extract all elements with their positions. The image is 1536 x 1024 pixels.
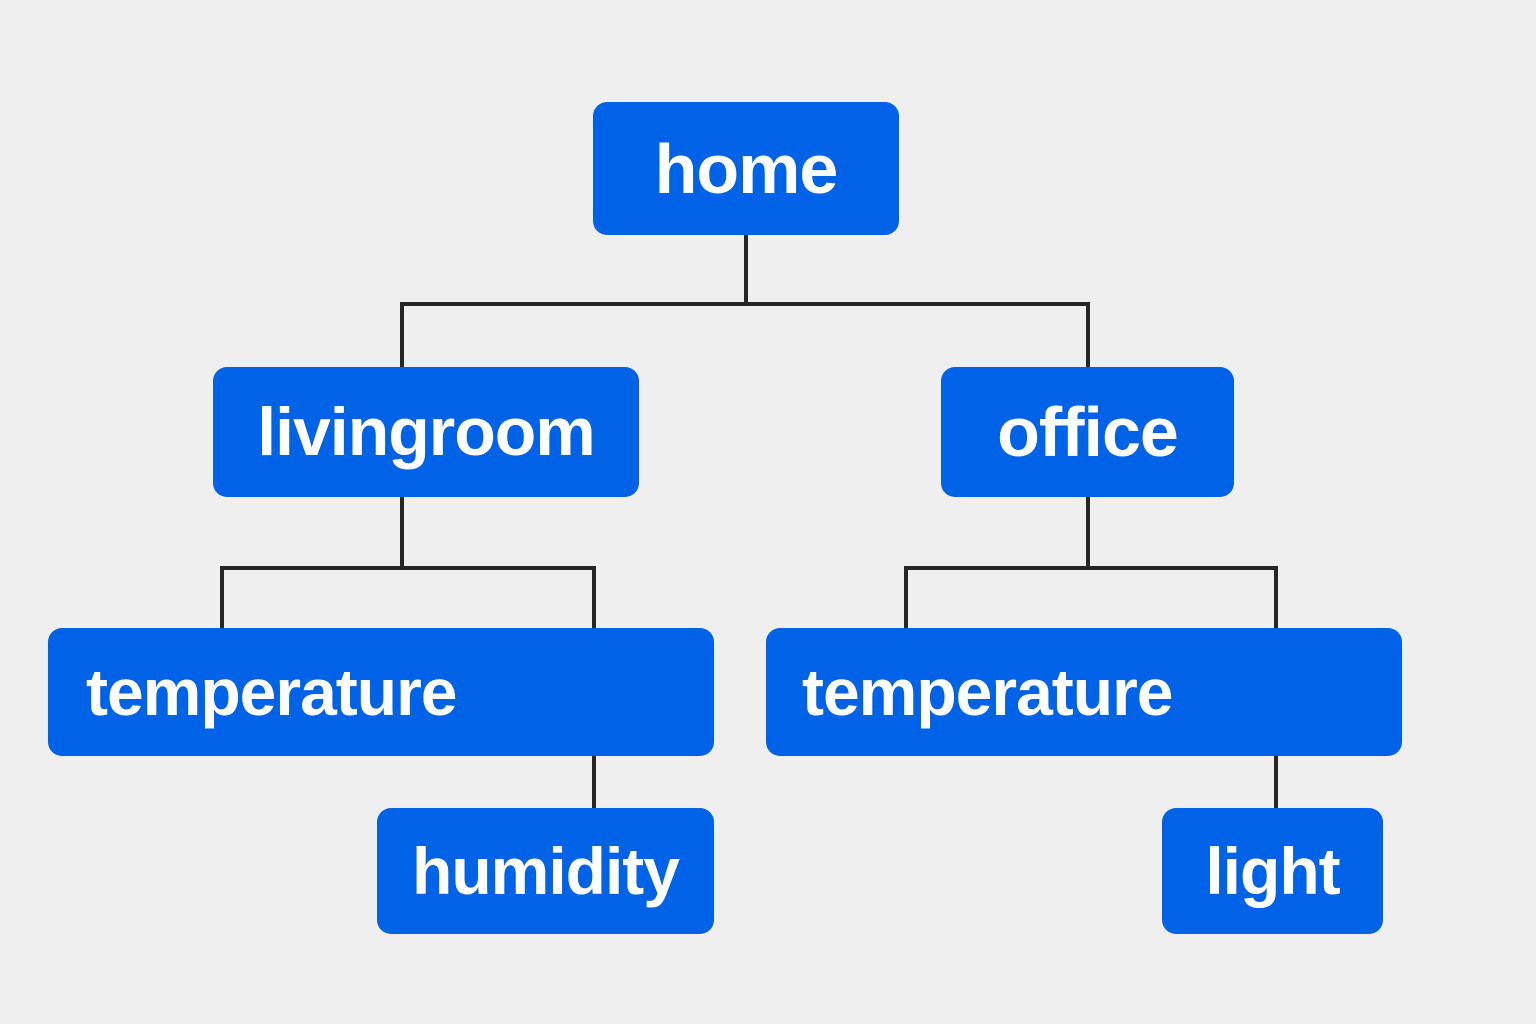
node-humidity: humidity xyxy=(377,808,714,934)
node-office-temperature: temperature xyxy=(766,628,1402,756)
edge-office-to-children xyxy=(904,495,1278,630)
node-livingroom: livingroom xyxy=(213,367,639,497)
edge-home-to-rooms xyxy=(400,233,1090,369)
node-livingroom-temperature: temperature xyxy=(48,628,714,756)
node-light: light xyxy=(1162,808,1383,934)
node-office: office xyxy=(941,367,1234,497)
edge-livingroom-to-children xyxy=(220,495,596,630)
node-home: home xyxy=(593,102,899,235)
